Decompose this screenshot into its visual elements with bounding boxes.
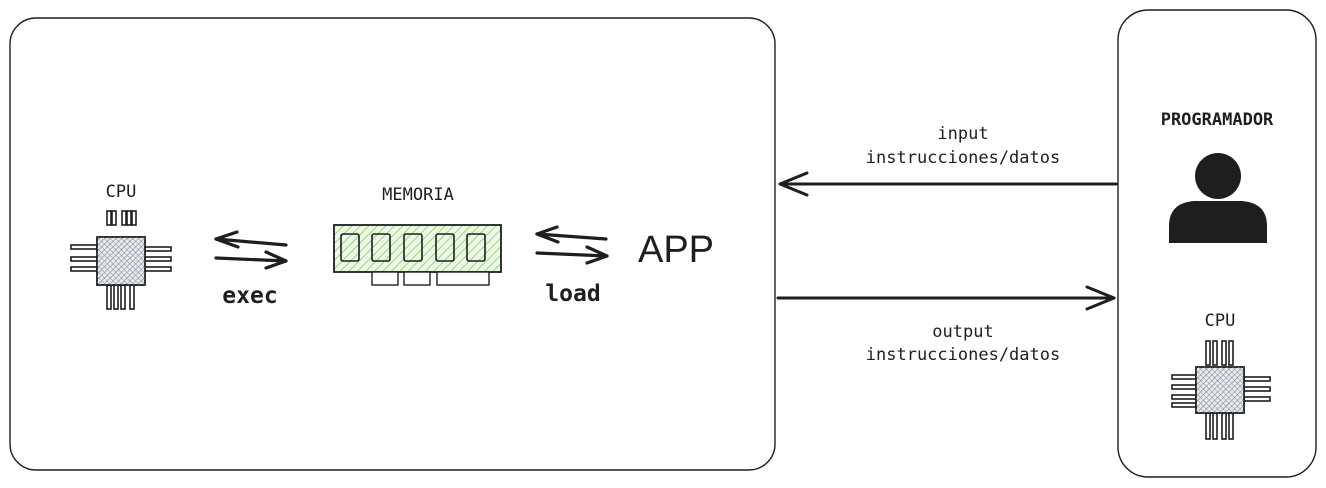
programmer-label: PROGRAMADOR <box>1161 110 1274 130</box>
app-label: APP <box>638 229 714 271</box>
input-label-line2: instrucciones/datos <box>866 148 1060 168</box>
load-label: load <box>545 281 600 307</box>
input-label-line1: input <box>937 124 988 144</box>
ram-module-icon <box>333 224 502 286</box>
output-label-line1: output <box>932 322 993 342</box>
person-icon <box>1169 153 1267 243</box>
load-double-arrow <box>535 225 609 265</box>
cpu-chip-icon <box>1171 340 1271 440</box>
cpu-chip-icon <box>70 210 172 310</box>
cpu-label: CPU <box>106 182 137 202</box>
exec-label: exec <box>222 283 277 309</box>
exec-double-arrow <box>214 230 288 270</box>
output-label-line2: instrucciones/datos <box>866 345 1060 365</box>
external-cpu-label: CPU <box>1205 311 1236 331</box>
programmer-box <box>1117 9 1317 478</box>
memory-label: MEMORIA <box>382 185 454 205</box>
output-arrow <box>776 285 1116 311</box>
input-arrow <box>778 171 1118 197</box>
